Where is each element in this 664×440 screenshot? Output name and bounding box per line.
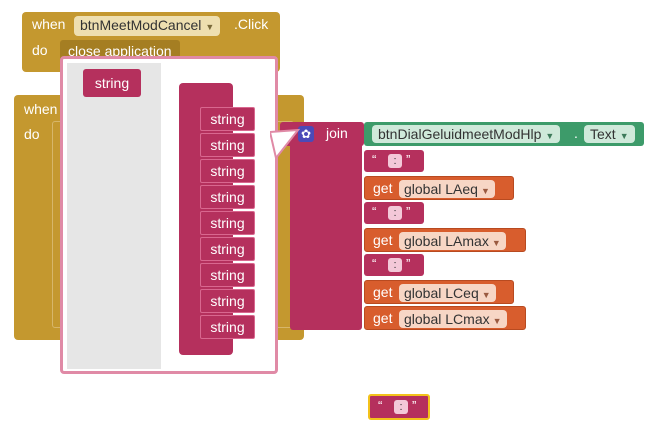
property-name: Text bbox=[590, 126, 616, 142]
join-block[interactable] bbox=[290, 122, 362, 330]
dial-component-name: btnDialGeluidmeetModHlp bbox=[378, 126, 542, 142]
dropdown-arrow-icon: ▼ bbox=[481, 290, 491, 300]
palette-string-block[interactable]: string bbox=[83, 69, 141, 97]
do-label: do bbox=[32, 42, 48, 58]
close-quote: ” bbox=[406, 204, 411, 219]
flyout-palette bbox=[67, 63, 161, 369]
dropdown-arrow-icon: ▼ bbox=[480, 186, 490, 196]
dropdown-arrow-icon: ▼ bbox=[545, 131, 555, 141]
close-quote: ” bbox=[406, 152, 411, 167]
variable-dropdown[interactable]: global LAeq▼ bbox=[399, 180, 495, 198]
dropdown-arrow-icon: ▼ bbox=[492, 316, 502, 326]
loose-text-value[interactable]: : bbox=[394, 400, 408, 414]
component-text-getter[interactable]: btnDialGeluidmeetModHlp▼ . Text▼ bbox=[364, 122, 644, 146]
open-quote: “ bbox=[372, 256, 377, 271]
mutator-string-item[interactable]: string bbox=[200, 315, 255, 339]
mutator-string-item[interactable]: string bbox=[200, 237, 255, 261]
variable-dropdown[interactable]: global LCeq▼ bbox=[399, 284, 496, 302]
when-label-2: when bbox=[24, 101, 58, 117]
get-global-laeq[interactable]: get global LAeq▼ bbox=[364, 176, 514, 200]
variable-dropdown[interactable]: global LCmax▼ bbox=[399, 310, 507, 328]
mutator-string-item[interactable]: string bbox=[200, 211, 255, 235]
when-label: when bbox=[32, 16, 66, 32]
component-name: btnMeetModCancel bbox=[80, 17, 202, 33]
variable-name: global LAeq bbox=[404, 181, 478, 197]
open-quote: “ bbox=[372, 152, 377, 167]
text-block-separator-3[interactable]: “ : ” bbox=[364, 254, 424, 276]
mutator-string-item[interactable]: string bbox=[200, 133, 255, 157]
dropdown-arrow-icon: ▼ bbox=[491, 238, 501, 248]
variable-name: global LCeq bbox=[404, 285, 479, 301]
flyout-pointer bbox=[270, 128, 300, 161]
get-label: get bbox=[373, 180, 393, 196]
property-dropdown[interactable]: Text▼ bbox=[584, 125, 635, 143]
text-value[interactable]: : bbox=[388, 258, 402, 272]
dot-label: . bbox=[574, 125, 578, 141]
get-global-lceq[interactable]: get global LCeq▼ bbox=[364, 280, 514, 304]
text-block-separator-2[interactable]: “ : ” bbox=[364, 202, 424, 224]
mutator-string-item[interactable]: string bbox=[200, 107, 255, 131]
close-application-label: close application bbox=[68, 43, 172, 59]
open-quote: “ bbox=[378, 398, 383, 413]
text-block-separator-1[interactable]: “ : ” bbox=[364, 150, 424, 172]
get-global-lamax[interactable]: get global LAmax▼ bbox=[364, 228, 526, 252]
join-label: join bbox=[326, 125, 348, 141]
event-label: .Click bbox=[234, 16, 269, 32]
get-label: get bbox=[373, 310, 393, 326]
get-global-lcmax[interactable]: get global LCmax▼ bbox=[364, 306, 526, 330]
dropdown-arrow-icon: ▼ bbox=[619, 131, 629, 141]
variable-dropdown[interactable]: global LAmax▼ bbox=[399, 232, 506, 250]
variable-name: global LCmax bbox=[404, 311, 490, 327]
variable-name: global LAmax bbox=[404, 233, 489, 249]
mutator-string-item[interactable]: string bbox=[200, 159, 255, 183]
loose-text-block[interactable]: “ : ” bbox=[368, 394, 430, 420]
mutator-string-item[interactable]: string bbox=[200, 263, 255, 287]
component-dropdown-dial[interactable]: btnDialGeluidmeetModHlp▼ bbox=[372, 125, 561, 143]
mutator-string-item[interactable]: string bbox=[200, 185, 255, 209]
get-label: get bbox=[373, 284, 393, 300]
close-quote: ” bbox=[406, 256, 411, 271]
mutator-string-item[interactable]: string bbox=[200, 289, 255, 313]
text-value[interactable]: : bbox=[388, 154, 402, 168]
dropdown-arrow-icon: ▼ bbox=[205, 22, 215, 32]
open-quote: “ bbox=[372, 204, 377, 219]
get-label: get bbox=[373, 232, 393, 248]
gear-icon[interactable]: ✿ bbox=[298, 126, 314, 142]
component-dropdown-cancel[interactable]: btnMeetModCancel▼ bbox=[74, 16, 221, 36]
do-label-2: do bbox=[24, 126, 40, 142]
text-value[interactable]: : bbox=[388, 206, 402, 220]
close-quote: ” bbox=[412, 398, 417, 413]
